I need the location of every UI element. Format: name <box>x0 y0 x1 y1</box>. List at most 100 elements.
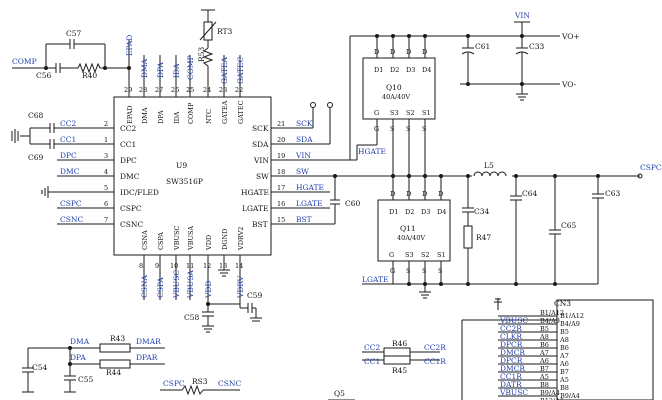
pin-name: GATEA <box>221 100 229 124</box>
cn3-pin-num: B4/A9 <box>540 317 560 325</box>
pin-name: DPA <box>157 110 165 124</box>
q10-pinletter: D <box>406 48 411 56</box>
q10-pin: S1 <box>422 109 431 117</box>
pin-name: VDD <box>205 235 213 251</box>
net-label: CSNC <box>60 215 83 224</box>
comp-network: COMP C57 C56 R40 <box>12 29 129 80</box>
hgate-net-label: HGATE <box>358 147 386 156</box>
q11-pinletter: S <box>422 267 426 275</box>
net-label: SCK <box>296 119 313 128</box>
pin-num: 20 <box>277 136 285 144</box>
pin-name: DGND <box>221 229 229 250</box>
c56-label: C56 <box>36 71 52 80</box>
net-label: GATEA <box>220 57 229 84</box>
cn3-pin-name: A6 <box>559 360 569 368</box>
pin-num: 15 <box>277 216 285 224</box>
q10-pin: D2 <box>390 66 399 74</box>
u9-ref: U9 <box>176 161 187 170</box>
q10-pin: G <box>374 109 379 117</box>
cn3-pin-num: B9/A4 <box>540 389 560 397</box>
q11-value: 40A/40V <box>397 234 425 242</box>
pin-name: SDA <box>252 140 269 149</box>
net-label: LGATE <box>296 199 322 208</box>
c65-label: C65 <box>561 221 577 230</box>
net-label: VBUSA <box>186 270 195 299</box>
q10-pinletter: D <box>422 48 427 56</box>
cn3-net-label: CC2R <box>500 324 522 333</box>
rt3-label: RT3 <box>217 27 233 36</box>
net-label: DPC <box>60 151 77 160</box>
dma-net-label: DMA <box>70 337 90 346</box>
q11-pinletter: D <box>406 190 411 198</box>
net-label: SDA <box>296 135 313 144</box>
q10-pinletter: G <box>374 125 379 133</box>
q11-pinletter: G <box>390 267 395 275</box>
c68-c69-caps: C68 C69 <box>11 111 80 162</box>
cc1r-label: CC1R <box>424 357 446 366</box>
pin-num: 29 <box>124 86 132 94</box>
cn3-pin-name: B9/A4 <box>560 392 580 400</box>
cn3-body <box>556 299 654 400</box>
pin-name: VBUSC <box>173 226 181 251</box>
pin-name: CSNC <box>120 220 143 229</box>
vin-net-label: VIN <box>514 11 530 20</box>
dmar-net-label: DMAR <box>136 337 161 346</box>
u9-part: SW3516P <box>166 177 203 186</box>
pin-name: HGATE <box>241 188 269 197</box>
r45-label: R45 <box>392 366 407 375</box>
cn3-pin-name: B7 <box>560 368 569 376</box>
q10-pin: S2 <box>406 109 415 117</box>
pin-num: 5 <box>104 184 108 192</box>
pin-num: 2 <box>104 120 108 128</box>
cspc-csnc-shunt: CSPC RS3 CSNC Q5 <box>160 377 355 400</box>
pin-name: CSNA <box>141 230 149 250</box>
cn3-net-label: DMCR <box>500 348 525 357</box>
vo-plus-label: VO+ <box>561 32 580 41</box>
net-label: DPA <box>156 62 165 78</box>
net-label: CSPA <box>156 277 165 298</box>
pin-num: 3 <box>104 152 108 160</box>
q11-pinletter: D <box>390 190 395 198</box>
cn3-net-label: DPCR <box>500 356 523 365</box>
cspc-label: CSPC <box>163 379 185 388</box>
cn3-pin-num: B7 <box>540 365 549 373</box>
pin-num: 22 <box>235 86 243 94</box>
pin-name: SCK <box>252 124 269 133</box>
q11-body <box>377 199 451 262</box>
q10-pinletter: S <box>422 125 426 133</box>
net-label: VIN <box>295 151 311 160</box>
cn3-pin-num: B1/A12 <box>540 309 564 317</box>
q10-pinletter: D <box>374 48 379 56</box>
pin-name: CC1 <box>120 140 136 149</box>
cn3-ref: CN3 <box>554 299 571 308</box>
c54-label: C54 <box>32 363 48 372</box>
net-label: IDA <box>172 63 181 78</box>
net-label: DMA <box>140 58 149 78</box>
pin-name: CSPC <box>120 204 142 213</box>
pin-num: 14 <box>235 262 243 270</box>
net-label: CSPC <box>60 199 82 208</box>
q11-pinletter: D <box>438 190 443 198</box>
c58-label: C58 <box>184 313 200 322</box>
cc2r-label: CC2R <box>424 343 446 352</box>
vo-minus-label: VO- <box>561 80 577 89</box>
cn3-pin-num: A8 <box>539 333 549 341</box>
q11-pin: S3 <box>405 251 414 259</box>
net-label: BST <box>296 215 312 224</box>
q10-value: 40A/40V <box>382 93 410 101</box>
cn3-pin-name: A7 <box>559 352 569 360</box>
pin-name: LGATE <box>242 204 268 213</box>
cn3-pin-num: A5 <box>539 373 549 381</box>
cn3-net-label: DATR <box>500 380 522 389</box>
pin-num: 19 <box>277 152 285 160</box>
pin-name: CC2 <box>120 124 136 133</box>
pin-name: SW <box>256 172 269 181</box>
c61-label: C61 <box>475 42 490 51</box>
pin-name: EPAD <box>126 106 134 124</box>
q11-pin: S2 <box>421 251 430 259</box>
pin-name: DPC <box>120 156 137 165</box>
r43-label: R43 <box>110 334 125 343</box>
cn3-net-label: CC1R <box>500 372 522 381</box>
c59-label: C59 <box>247 291 263 300</box>
